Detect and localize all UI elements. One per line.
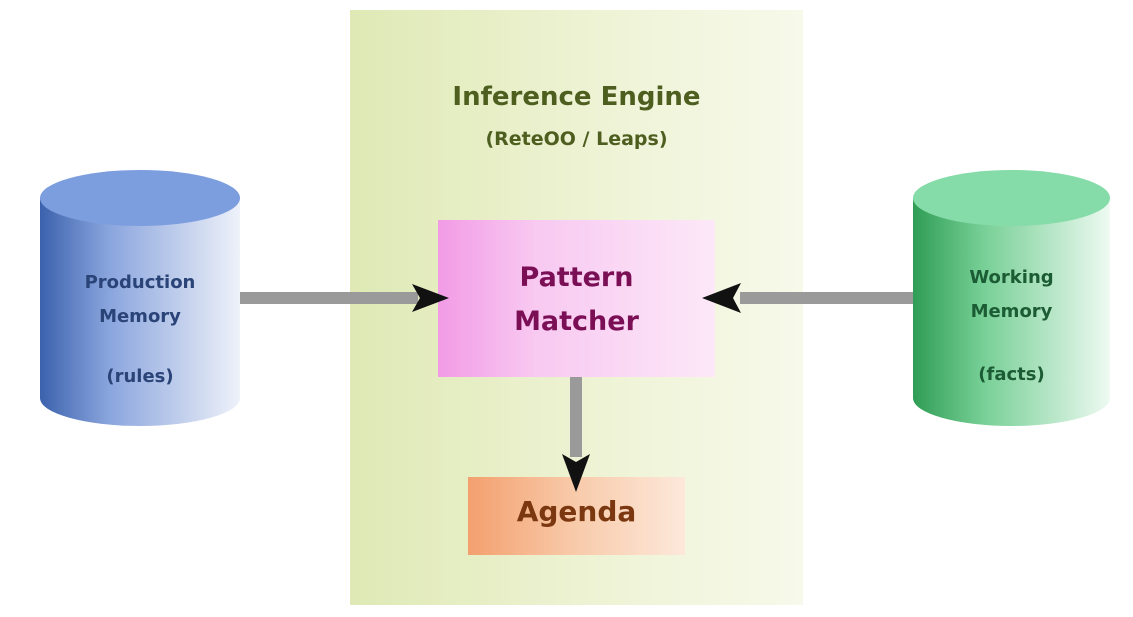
inference-engine-subtitle: (ReteOO / Leaps) <box>485 128 668 150</box>
production-memory-label: Production Memory <box>40 266 240 334</box>
matcher-to-agenda-connector <box>570 377 582 457</box>
arrowhead-right-icon <box>412 284 449 312</box>
working-memory-cylinder <box>913 170 1110 427</box>
agenda-label: Agenda <box>516 495 637 528</box>
working-to-matcher-connector <box>740 292 913 304</box>
production-memory-cylinder <box>40 170 240 426</box>
production-memory-sublabel: (rules) <box>106 366 174 387</box>
arrowhead-down-icon <box>562 454 590 492</box>
working-memory-line-1: Working <box>969 267 1054 288</box>
working-memory-line-2: Memory <box>970 301 1053 322</box>
pattern-matcher-line-1: Pattern <box>519 262 634 293</box>
working-memory-sublabel: (facts) <box>978 364 1045 385</box>
working-memory-label: Working Memory <box>913 261 1110 329</box>
production-to-matcher-connector <box>240 292 418 304</box>
pattern-matcher-line-2: Matcher <box>514 306 639 337</box>
pattern-matcher-box <box>438 220 715 377</box>
pattern-matcher-label: Pattern Matcher <box>438 256 715 344</box>
production-memory-line-2: Memory <box>99 306 181 327</box>
arrowhead-left-icon <box>702 283 741 313</box>
inference-engine-title: Inference Engine <box>452 82 701 112</box>
production-memory-line-1: Production <box>84 272 196 293</box>
